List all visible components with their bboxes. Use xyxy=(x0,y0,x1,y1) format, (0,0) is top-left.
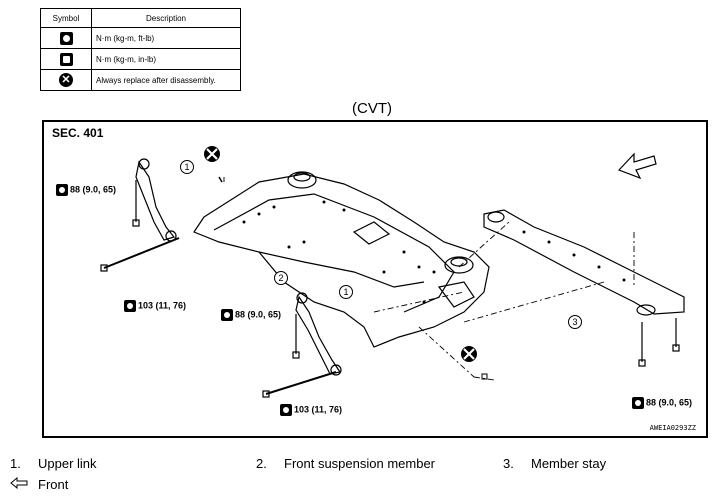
legend-description: N·m (kg-m, in-lb) xyxy=(91,48,241,70)
legend-description: Always replace after disassembly. xyxy=(91,69,241,91)
member-stay xyxy=(483,209,685,315)
replace-icon: ✕ xyxy=(59,73,73,87)
section-label: SEC. 401 xyxy=(52,126,104,140)
torque-callout: 88 (9.0, 65) xyxy=(632,397,692,409)
front-label: Front xyxy=(38,477,69,492)
symbol-legend-table: Symbol Description N·m (kg-m, ft-lb) N·m… xyxy=(40,8,241,91)
callout-number: 1 xyxy=(339,285,353,299)
front-arrow-icon xyxy=(10,477,28,489)
torque-wrench-inlb-icon xyxy=(59,52,73,66)
figure-code: AWEIA0293ZZ xyxy=(649,424,696,432)
part-number: 2. xyxy=(256,456,267,471)
part-name: Member stay xyxy=(531,456,607,471)
exploded-view-frame: SEC. 401 xyxy=(42,120,708,438)
torque-wrench-ftlb-icon xyxy=(59,31,73,45)
part-number: 1. xyxy=(10,456,21,471)
torque-callout: 88 (9.0, 65) xyxy=(56,184,116,196)
callout-number: 3 xyxy=(568,315,582,329)
torque-wrench-ftlb-icon xyxy=(221,309,233,321)
callout-number: 2 xyxy=(274,271,288,285)
torque-wrench-ftlb-icon xyxy=(124,300,136,312)
part-name: Front suspension member xyxy=(284,456,436,471)
legend-header-symbol: Symbol xyxy=(40,8,92,28)
torque-callout: 88 (9.0, 65) xyxy=(221,309,281,321)
torque-wrench-ftlb-icon xyxy=(56,184,68,196)
legend-description: N·m (kg-m, ft-lb) xyxy=(91,27,241,49)
diagram-heading: (CVT) xyxy=(352,100,392,117)
replace-icon xyxy=(204,146,220,162)
part-name: Upper link xyxy=(38,456,97,471)
front-suspension-member xyxy=(193,173,490,348)
suspension-illustration xyxy=(100,146,685,398)
part-number: 3. xyxy=(503,456,514,471)
torque-callout: 103 (11, 76) xyxy=(280,404,342,416)
torque-callout: 103 (11, 76) xyxy=(124,300,186,312)
replace-icon xyxy=(461,346,477,362)
torque-wrench-ftlb-icon xyxy=(280,404,292,416)
front-direction-arrow xyxy=(617,152,657,180)
upper-link-left xyxy=(135,160,176,241)
callout-number: 1 xyxy=(180,160,194,174)
front-legend: Front xyxy=(10,477,68,492)
legend-header-description: Description xyxy=(91,8,241,28)
torque-wrench-ftlb-icon xyxy=(632,397,644,409)
